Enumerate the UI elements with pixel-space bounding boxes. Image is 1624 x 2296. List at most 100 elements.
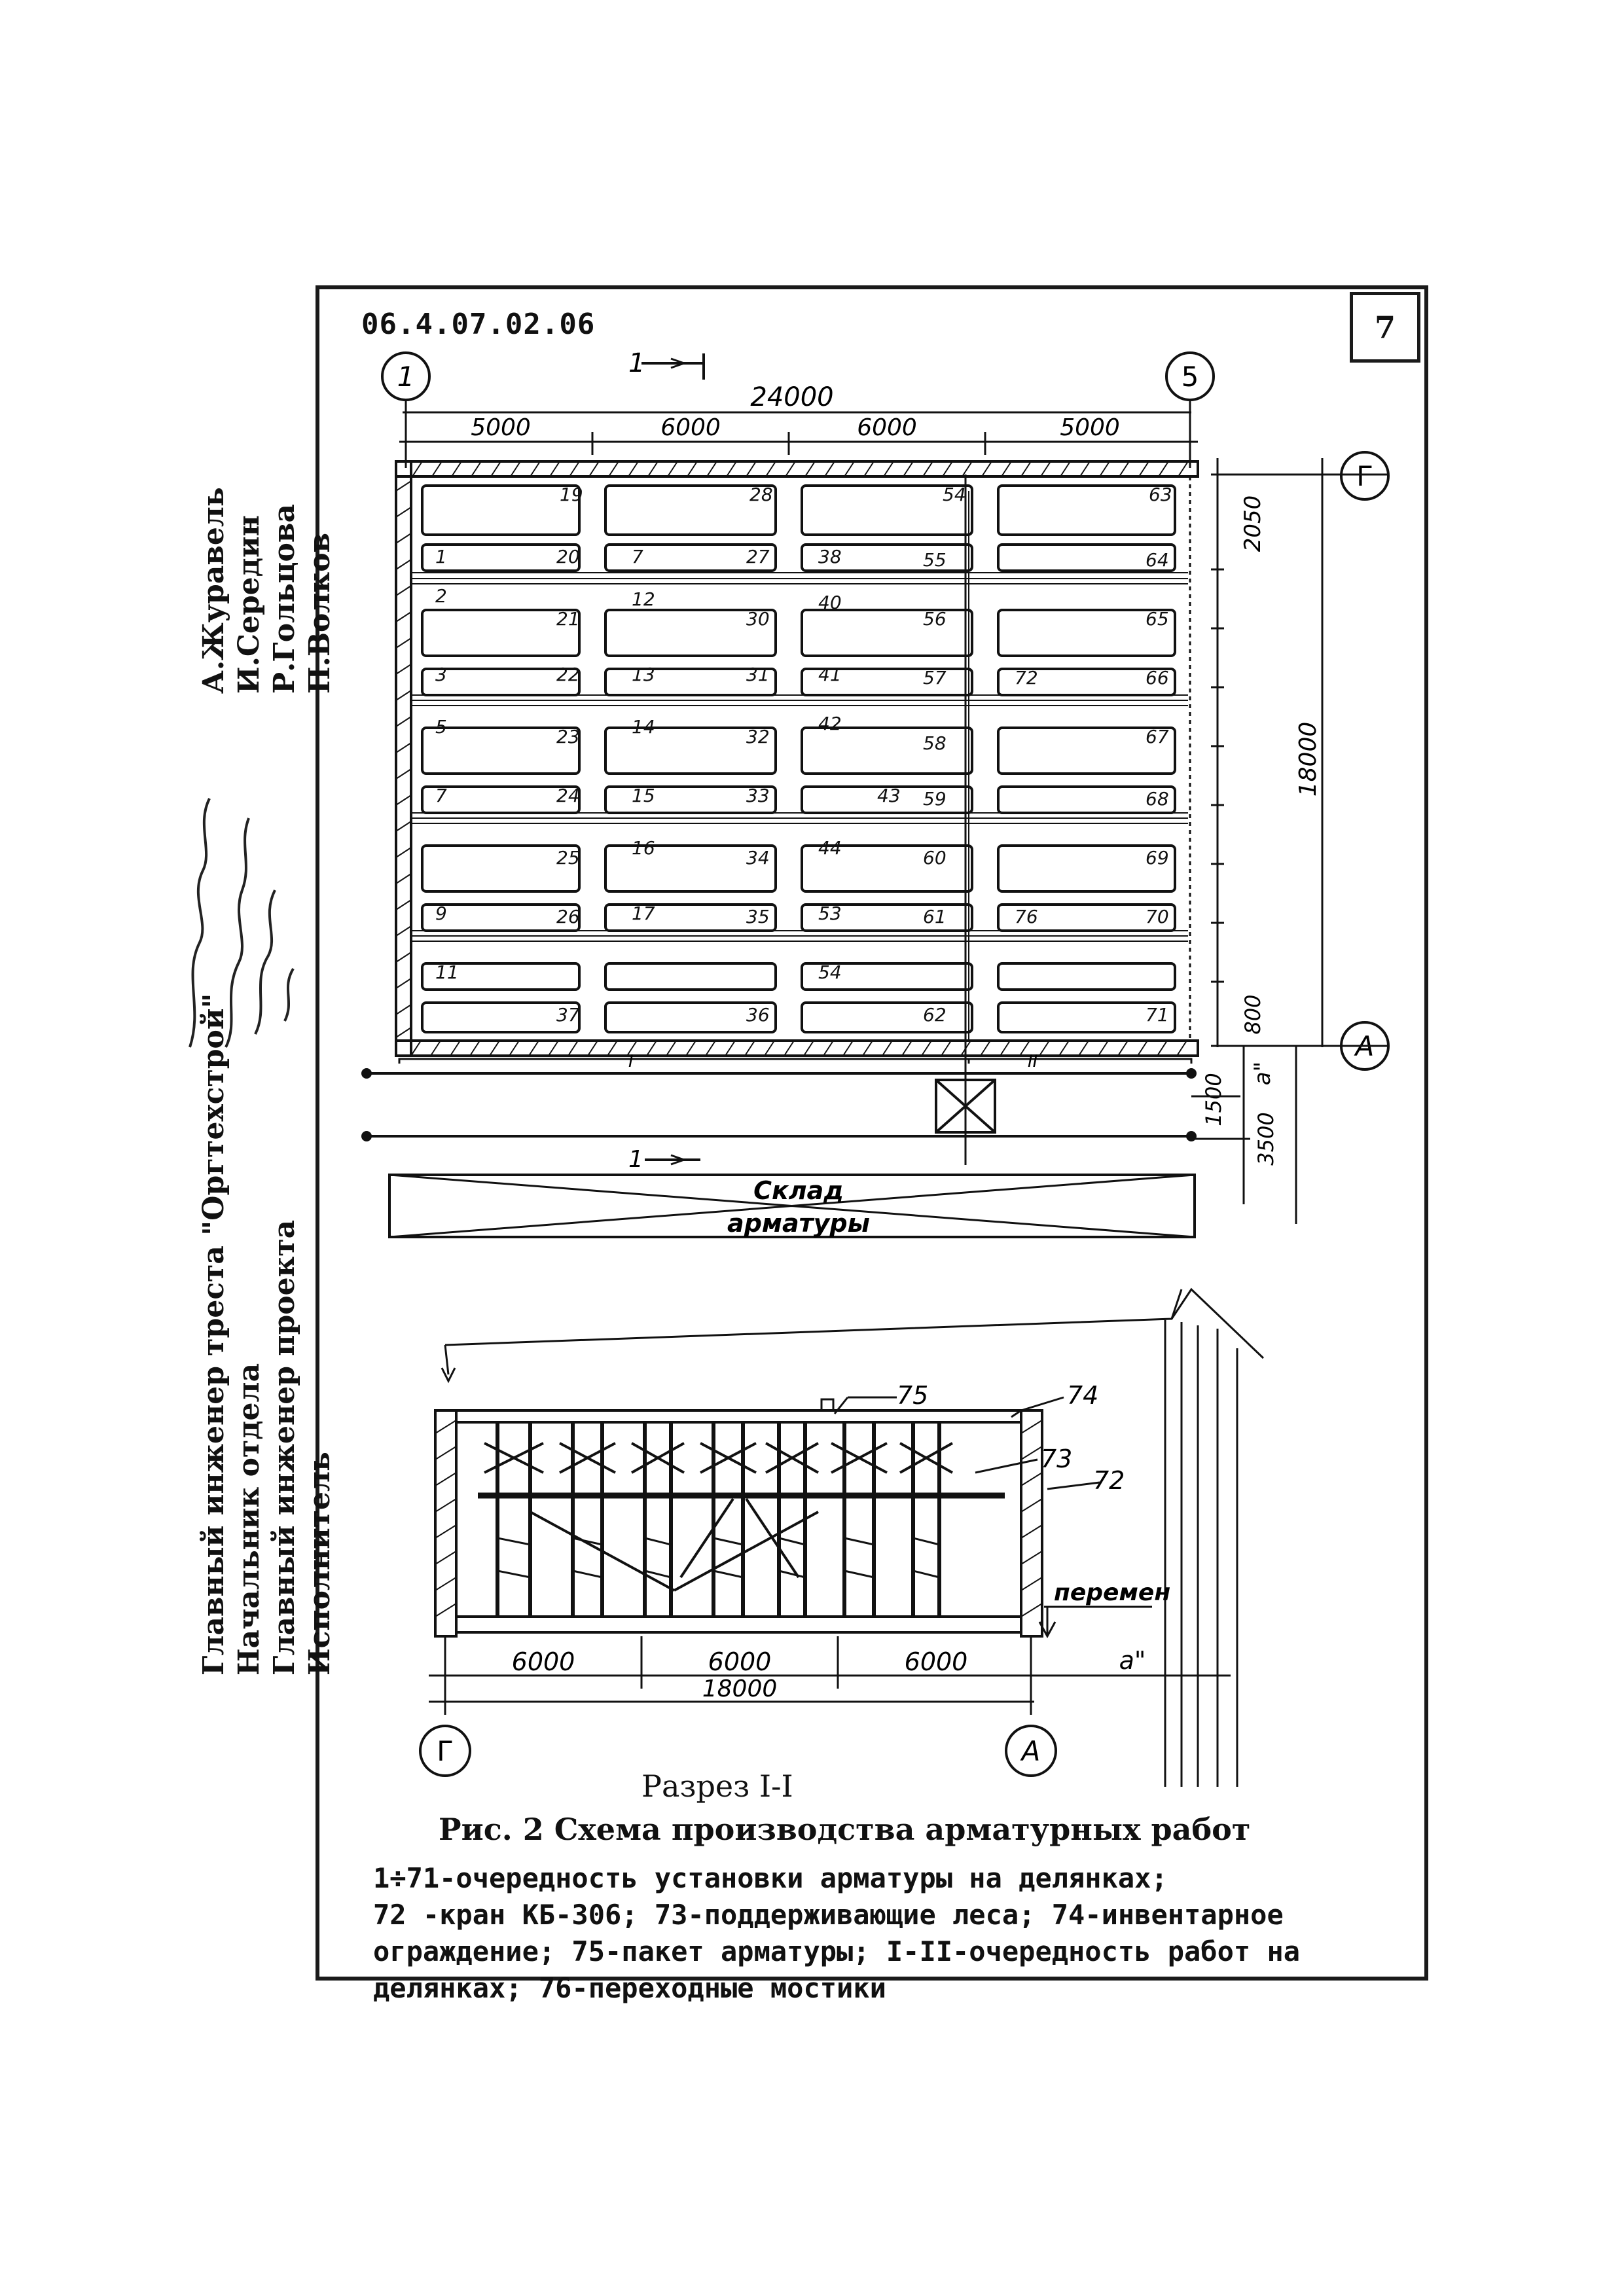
level-label: перемен bbox=[1054, 1579, 1170, 1606]
lower-dim-total: 3500 bbox=[1254, 1112, 1278, 1165]
section-a: а" bbox=[1119, 1646, 1146, 1675]
name-line-1: А.Журавель bbox=[197, 487, 230, 694]
right-dim-middle: 18000 bbox=[1295, 722, 1322, 797]
figure-title: Рис. 2 Схема производства арматурных раб… bbox=[439, 1812, 1251, 1847]
warehouse bbox=[388, 1174, 1196, 1238]
cell-number: 19 bbox=[560, 484, 583, 505]
cell-number: 76 bbox=[1015, 906, 1038, 927]
cell-number: 33 bbox=[746, 785, 770, 806]
warehouse-label-1: Склад bbox=[753, 1176, 844, 1205]
cell-number: 71 bbox=[1146, 1004, 1169, 1026]
cell-number: 55 bbox=[923, 549, 947, 571]
right-dim-bottom: 800 bbox=[1240, 994, 1265, 1034]
cell-number: 57 bbox=[923, 667, 947, 689]
name-line-2: И.Середин bbox=[232, 515, 266, 694]
crane-base bbox=[935, 1079, 996, 1134]
position-line-3: Главный инженер проекта bbox=[268, 1219, 301, 1676]
zone-label-2: II bbox=[1028, 1052, 1038, 1071]
cell-number: 20 bbox=[556, 546, 580, 567]
lower-dim-gap: 1500 bbox=[1201, 1073, 1226, 1126]
cell-number: 31 bbox=[746, 664, 770, 685]
cell-number: 36 bbox=[746, 1004, 770, 1026]
label-74: 74 bbox=[1067, 1381, 1098, 1410]
cell-number: 64 bbox=[1146, 549, 1169, 571]
cell-number: 53 bbox=[818, 903, 842, 924]
span-dim-3: 6000 bbox=[857, 414, 917, 441]
cell-number: 3 bbox=[435, 664, 447, 685]
position-line-4: Исполнитель bbox=[303, 1452, 336, 1676]
cell-number: 14 bbox=[632, 716, 655, 738]
cell-number: 37 bbox=[556, 1004, 580, 1026]
cell-number: 12 bbox=[632, 588, 655, 610]
section-title: Разрез I-I bbox=[641, 1768, 793, 1804]
label-75: 75 bbox=[897, 1381, 928, 1410]
legend-line-2: 72 -кран КБ-306; 73-поддерживающие леса;… bbox=[373, 1899, 1284, 1931]
cell-number: 43 bbox=[877, 785, 901, 806]
cell-number: 16 bbox=[632, 837, 655, 859]
cell-number: 54 bbox=[818, 961, 842, 983]
cell-number: 59 bbox=[923, 788, 947, 810]
label-73: 73 bbox=[1041, 1444, 1072, 1473]
section-overall: 18000 bbox=[702, 1676, 778, 1702]
position-line-2: Начальник отдела bbox=[232, 1363, 266, 1676]
cell-number: 68 bbox=[1146, 788, 1169, 810]
cell-number: 23 bbox=[556, 726, 580, 747]
overall-dim: 24000 bbox=[750, 382, 833, 412]
section-span-1: 6000 bbox=[512, 1647, 575, 1676]
cell-number: 30 bbox=[746, 608, 770, 630]
warehouse-label-2: арматуры bbox=[727, 1209, 870, 1238]
zone-label-1: I bbox=[628, 1052, 634, 1071]
section-marker-bottom: 1 bbox=[628, 1146, 643, 1173]
cell-number: 24 bbox=[556, 785, 580, 806]
cell-number: 25 bbox=[556, 847, 580, 869]
name-line-4: П.Волков bbox=[303, 532, 336, 694]
cell-number: 7 bbox=[435, 785, 447, 806]
cell-number: 69 bbox=[1146, 847, 1169, 869]
cell-number: 62 bbox=[923, 1004, 947, 1026]
axis-label-g: Г bbox=[1356, 460, 1373, 492]
cell-number: 42 bbox=[818, 713, 842, 734]
cell-number: 11 bbox=[435, 961, 459, 983]
sheet-number: 7 bbox=[1350, 292, 1420, 363]
cell-number: 21 bbox=[556, 608, 580, 630]
cell-number: 34 bbox=[746, 847, 770, 869]
cell-number: 65 bbox=[1146, 608, 1169, 630]
cell-number: 32 bbox=[746, 726, 770, 747]
legend-line-4: делянках; 76-переходные мостики bbox=[373, 1972, 886, 2004]
cell-number: 9 bbox=[435, 903, 447, 924]
cell-number: 38 bbox=[818, 546, 842, 567]
drawing-frame bbox=[316, 285, 1428, 1981]
name-line-3: Р.Гольцова bbox=[268, 504, 301, 694]
section-axis-g: Г bbox=[437, 1735, 454, 1767]
title-block-positions: Главный инженер треста "Оргтехстрой" Нач… bbox=[196, 994, 338, 1676]
cell-number: 40 bbox=[818, 592, 842, 613]
cell-number: 44 bbox=[818, 837, 842, 859]
span-dim-1: 5000 bbox=[471, 414, 531, 441]
figure-legend: 1÷71-очередность установки арматуры на д… bbox=[373, 1860, 1394, 2007]
span-dim-2: 6000 bbox=[660, 414, 721, 441]
document-code: 06.4.07.02.06 bbox=[361, 308, 596, 341]
right-dim-top: 2050 bbox=[1240, 495, 1266, 552]
cell-number: 66 bbox=[1146, 667, 1169, 689]
cell-number: 72 bbox=[1015, 667, 1038, 689]
cell-number: 7 bbox=[632, 546, 643, 567]
cell-number: 26 bbox=[556, 906, 580, 927]
cell-number: 61 bbox=[923, 906, 947, 927]
label-72: 72 bbox=[1093, 1466, 1125, 1495]
cell-number: 13 bbox=[632, 664, 655, 685]
plan-drawing: 1 5 Г А 1 24000 5000 6000 6000 5000 bbox=[361, 348, 1390, 1238]
span-dim-4: 5000 bbox=[1060, 414, 1120, 441]
sheet-number-text: 7 bbox=[1374, 310, 1396, 345]
title-block-names: А.Журавель И.Середин Р.Гольцова П.Волков bbox=[196, 487, 338, 694]
cell-number: 54 bbox=[943, 484, 966, 505]
cell-number: 63 bbox=[1149, 484, 1172, 505]
cell-number: 70 bbox=[1146, 906, 1169, 927]
cell-number: 67 bbox=[1146, 726, 1169, 747]
cell-number: 17 bbox=[632, 903, 655, 924]
section-drawing: 75 74 73 72 перемен bbox=[419, 1287, 1265, 1787]
cell-number: 41 bbox=[818, 664, 842, 685]
axis-label-5: 5 bbox=[1182, 361, 1199, 393]
cell-number: 15 bbox=[632, 785, 655, 806]
position-line-1: Главный инженер треста "Оргтехстрой" bbox=[197, 993, 230, 1676]
cell-number: 1 bbox=[435, 546, 447, 567]
